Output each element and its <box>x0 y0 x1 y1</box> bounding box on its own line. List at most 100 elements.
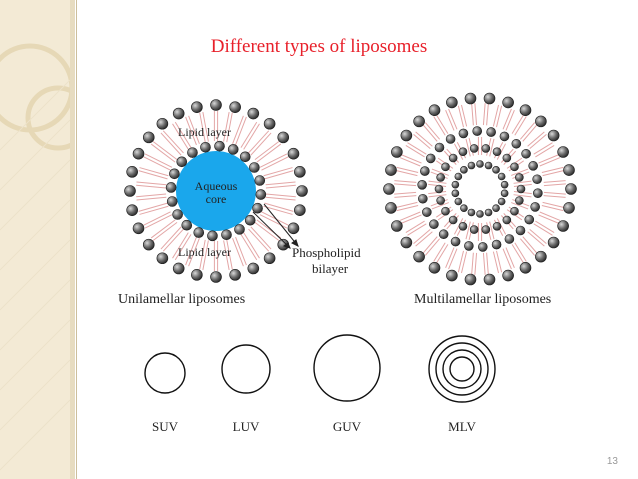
lipid-head <box>156 252 169 265</box>
lipid-tail <box>489 221 495 240</box>
lipid-tail <box>527 131 545 147</box>
lipid-head <box>244 214 256 226</box>
lipid-tail <box>511 202 529 210</box>
lipid-head <box>434 184 444 194</box>
lipid-head <box>524 214 535 225</box>
lipid-head <box>400 129 413 142</box>
lipid-tail <box>394 180 417 183</box>
lipid-tail <box>174 234 192 261</box>
lipid-tail <box>162 130 184 154</box>
lipid-head <box>499 131 510 142</box>
vesicle-mlv: MLV <box>428 335 496 434</box>
bilayer-label-line1: Phospholipid <box>292 245 361 260</box>
lipid-head <box>277 131 290 144</box>
lipid-head <box>519 104 532 116</box>
lipid-tail <box>174 121 192 148</box>
lipid-head <box>172 209 183 220</box>
lipid-head <box>448 153 458 163</box>
lipid-head <box>429 219 439 230</box>
lipid-tail <box>471 252 474 275</box>
lipid-head <box>214 140 225 152</box>
lipid-head <box>210 99 222 111</box>
lipid-tail <box>539 157 561 167</box>
lipid-tail <box>502 248 512 270</box>
lipid-head <box>255 189 267 200</box>
guv-label: GUV <box>333 419 362 434</box>
lipid-tail <box>415 131 433 147</box>
lipid-tail <box>541 205 564 212</box>
lipid-head <box>385 202 397 214</box>
lipid-tail <box>136 193 167 198</box>
lipid-tail <box>539 211 561 221</box>
lipid-head <box>441 206 450 216</box>
lipid-tail <box>405 220 425 233</box>
lipid-head <box>417 180 427 190</box>
vesicle-guv: GUV <box>313 334 381 434</box>
lipid-tail <box>396 166 419 173</box>
lipid-head <box>422 207 432 217</box>
lipid-tail <box>492 104 500 127</box>
lipid-tail <box>235 116 247 146</box>
lipid-tail <box>243 232 260 259</box>
unilamellar-caption: Unilamellar liposomes <box>118 292 245 307</box>
lipid-head <box>165 182 177 193</box>
lipid-tail <box>543 183 566 187</box>
lipid-head <box>460 204 468 212</box>
lipid-tail <box>250 226 272 250</box>
lipid-tail <box>185 236 197 266</box>
lipid-head <box>492 147 502 157</box>
sidebar-rings-decoration <box>0 43 70 471</box>
lipid-tail <box>533 142 553 155</box>
lipid-tail <box>394 183 417 187</box>
lipid-head <box>484 208 493 217</box>
lipid-head <box>467 208 476 217</box>
lipid-tail <box>199 239 206 270</box>
lipid-head <box>481 225 491 234</box>
lipid-head <box>450 236 461 247</box>
multilamellar-caption: Multilamellar liposomes <box>414 292 551 307</box>
lipid-head <box>229 269 241 281</box>
lipid-head <box>458 147 468 157</box>
lipid-head <box>451 189 460 198</box>
lipid-head <box>484 161 493 170</box>
lipid-tail <box>143 211 171 226</box>
lipid-tail <box>486 103 489 126</box>
lipid-head <box>547 236 560 249</box>
lipid-head <box>400 236 413 249</box>
lipid-tail <box>513 194 532 198</box>
lipid-tail <box>422 124 438 142</box>
lipid-head <box>446 96 458 109</box>
lipid-head <box>563 202 575 214</box>
lipid-tail <box>542 201 565 209</box>
lipid-head <box>515 196 524 205</box>
lipid-tail <box>259 214 288 229</box>
lipid-head <box>294 204 306 216</box>
lipid-tail <box>496 105 503 128</box>
lipid-tail <box>265 181 296 186</box>
lipid-tail <box>502 108 512 130</box>
lipid-tail <box>474 252 478 275</box>
lipid-tail <box>188 115 200 144</box>
lipid-tail <box>465 138 471 157</box>
lipid-head <box>247 107 260 120</box>
lipid-head <box>563 164 575 176</box>
lipid-head <box>191 269 203 281</box>
luv-circle <box>221 344 271 394</box>
lipid-tail <box>511 168 529 176</box>
lipid-head <box>515 173 524 182</box>
lipid-tail <box>453 143 464 160</box>
lipid-head <box>385 164 397 176</box>
lipid-tail <box>261 211 289 226</box>
lipid-head <box>446 269 458 282</box>
lipid-head <box>530 202 540 212</box>
lipid-tail <box>160 226 182 250</box>
lipid-head <box>557 146 569 158</box>
lipid-tail <box>259 153 288 168</box>
lipid-head <box>500 180 509 189</box>
lipid-tail <box>529 228 547 245</box>
lipid-layer-bottom-label: Lipid layer <box>178 245 231 259</box>
lipid-tail <box>265 196 296 201</box>
decorative-sidebar <box>0 0 70 479</box>
lipid-head <box>428 262 441 274</box>
lipid-tail <box>254 141 280 160</box>
